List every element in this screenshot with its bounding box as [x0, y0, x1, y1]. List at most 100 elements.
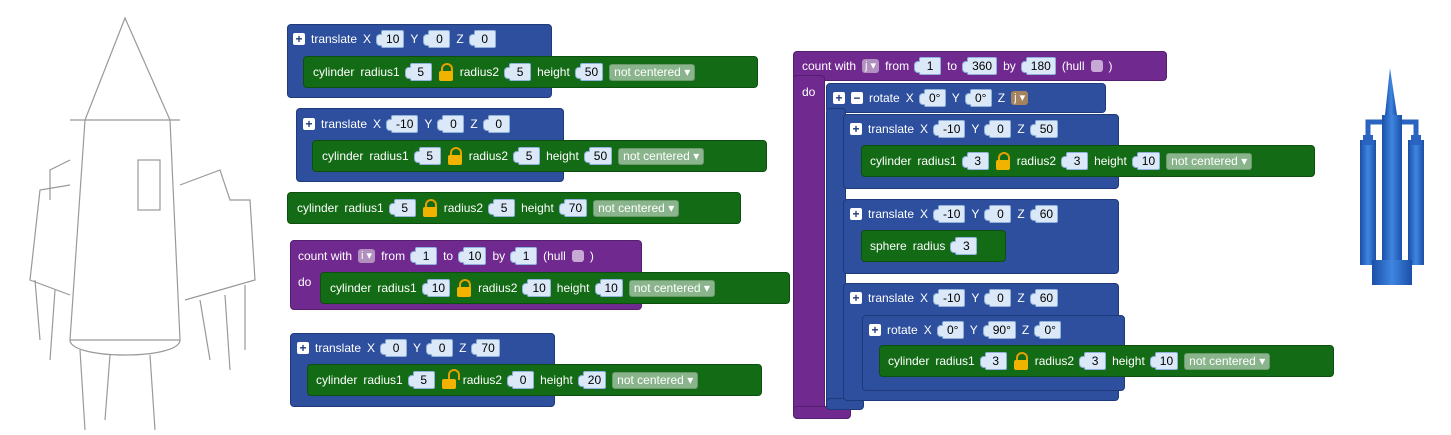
center-dropdown[interactable]: not centered ▾	[628, 279, 715, 297]
center-dropdown[interactable]: not centered ▾	[618, 147, 705, 165]
radius2-input[interactable]: 5	[504, 63, 532, 81]
rocket-3d-render-image	[1360, 68, 1424, 285]
y-input[interactable]: 0°	[964, 89, 992, 107]
expand-plus-icon[interactable]: +	[293, 33, 305, 45]
radius2-input[interactable]: 5	[488, 199, 516, 217]
radius1-input[interactable]: 10	[421, 279, 451, 297]
z-input[interactable]: 70	[471, 339, 500, 357]
height-label: height	[556, 281, 590, 295]
center-dropdown[interactable]: not centered ▾	[593, 199, 680, 217]
x-input[interactable]: -10	[932, 289, 966, 307]
x-input[interactable]: -10	[932, 120, 966, 138]
center-dropdown[interactable]: not centered ▾	[1184, 352, 1271, 370]
y-label: Y	[410, 32, 419, 46]
loop-variable-dropdown[interactable]: i ▾	[358, 249, 376, 263]
y-label: Y	[413, 341, 422, 355]
to-input[interactable]: 10	[458, 247, 487, 265]
radius1-input[interactable]: 3	[961, 152, 989, 170]
by-input[interactable]: 1	[510, 247, 538, 265]
from-input[interactable]: 1	[914, 57, 942, 75]
collapse-minus-icon[interactable]: −	[851, 92, 863, 104]
y-input[interactable]: 0	[423, 30, 451, 48]
y-input[interactable]: 90°	[982, 321, 1016, 339]
hull-checkbox[interactable]	[571, 250, 584, 262]
radius1-input[interactable]: 5	[388, 199, 416, 217]
height-input[interactable]: 20	[577, 371, 607, 389]
radius2-input[interactable]: 10	[522, 279, 551, 297]
z-variable-j[interactable]: j ▾	[1011, 91, 1029, 105]
lock-icon[interactable]	[995, 152, 1011, 170]
x-input[interactable]: -10	[385, 115, 419, 133]
radius1-label: radius1	[935, 354, 975, 368]
height-input[interactable]: 70	[558, 199, 588, 217]
lock-icon[interactable]	[1013, 352, 1029, 370]
height-input[interactable]: 10	[594, 279, 623, 297]
z-input[interactable]: 60	[1029, 205, 1059, 223]
y-input[interactable]: 0	[437, 115, 465, 133]
radius1-input[interactable]: 5	[404, 63, 432, 81]
count-loop-block-j[interactable]	[793, 51, 1167, 81]
z-input[interactable]: 0°	[1034, 321, 1062, 339]
radius1-input[interactable]: 5	[407, 371, 435, 389]
radius1-input[interactable]: 3	[979, 352, 1007, 370]
expand-plus-icon[interactable]: +	[833, 92, 845, 104]
expand-plus-icon[interactable]: +	[869, 324, 881, 336]
radius1-input[interactable]: 5	[413, 147, 441, 165]
height-input[interactable]: 50	[583, 147, 613, 165]
to-input[interactable]: 360	[962, 57, 998, 75]
translate-label: translate	[868, 291, 915, 305]
y-input[interactable]: 0	[984, 205, 1012, 223]
rotate-label: rotate	[869, 91, 900, 105]
loop-variable-dropdown[interactable]: j ▾	[862, 59, 880, 73]
do-label: do	[802, 85, 816, 99]
expand-plus-icon[interactable]: +	[850, 208, 862, 220]
x-input[interactable]: 0	[380, 339, 408, 357]
radius2-label: radius2	[1016, 154, 1057, 168]
x-input[interactable]: 0°	[936, 321, 964, 339]
radius-input[interactable]: 3	[950, 237, 978, 255]
radius1-label: radius1	[917, 154, 957, 168]
sphere-block[interactable]	[861, 230, 1006, 262]
unlock-icon[interactable]	[441, 369, 460, 389]
z-label: Z	[459, 341, 467, 355]
y-input[interactable]: 0	[426, 339, 454, 357]
center-dropdown[interactable]: not centered ▾	[609, 63, 696, 81]
y-input[interactable]: 0	[984, 120, 1012, 138]
lock-icon[interactable]	[456, 279, 472, 297]
from-input[interactable]: 1	[410, 247, 438, 265]
radius2-input[interactable]: 3	[1061, 152, 1089, 170]
expand-plus-icon[interactable]: +	[297, 342, 309, 354]
lock-icon[interactable]	[438, 63, 454, 81]
z-label: Z	[997, 91, 1006, 105]
z-input[interactable]: 0	[468, 30, 496, 48]
z-input[interactable]: 0	[482, 115, 510, 133]
expand-plus-icon[interactable]: +	[303, 118, 315, 130]
height-input[interactable]: 10	[1149, 352, 1179, 370]
y-input[interactable]: 0	[984, 289, 1012, 307]
x-input[interactable]: -10	[932, 205, 966, 223]
center-dropdown[interactable]: not centered ▾	[612, 371, 699, 389]
center-dropdown[interactable]: not centered ▾	[1166, 152, 1253, 170]
lock-icon[interactable]	[422, 199, 438, 217]
hull-checkbox[interactable]	[1090, 60, 1103, 72]
translate-label: translate	[315, 341, 362, 355]
lock-icon[interactable]	[447, 147, 463, 165]
z-input[interactable]: 50	[1029, 120, 1059, 138]
y-label: Y	[424, 117, 433, 131]
x-input[interactable]: 10	[375, 30, 405, 48]
by-input[interactable]: 180	[1020, 57, 1056, 75]
height-input[interactable]: 10	[1131, 152, 1161, 170]
expand-plus-icon[interactable]: +	[850, 123, 862, 135]
z-input[interactable]: 60	[1029, 289, 1059, 307]
y-label: Y	[951, 91, 960, 105]
rocket-sketch-image	[29, 16, 256, 430]
radius2-input[interactable]: 5	[513, 147, 541, 165]
x-input[interactable]: 0°	[918, 89, 946, 107]
height-input[interactable]: 50	[574, 63, 604, 81]
radius2-input[interactable]: 0	[507, 371, 535, 389]
radius1-label: radius1	[344, 201, 384, 215]
radius2-input[interactable]: 3	[1079, 352, 1107, 370]
expand-plus-icon[interactable]: +	[850, 292, 862, 304]
